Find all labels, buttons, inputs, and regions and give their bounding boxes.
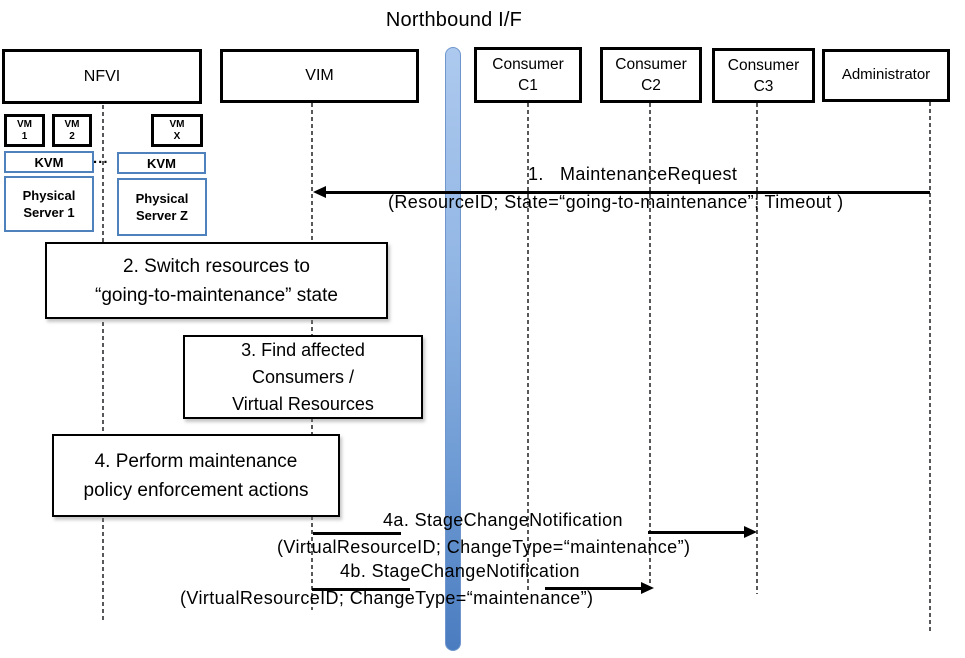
actor-consumer-c3: Consumer C3 xyxy=(712,48,815,103)
actor-c2-line1: Consumer xyxy=(615,56,687,73)
message-4a-arrow-line-left xyxy=(313,532,401,535)
lifeline-nfvi xyxy=(102,105,104,622)
message-4b-params: (VirtualResourceID; ChangeType=“maintena… xyxy=(180,588,594,608)
activity-4-perform-maintenance: 4. Perform maintenance policy enforcemen… xyxy=(52,434,340,517)
actor-c3-line1: Consumer xyxy=(727,56,800,74)
message-4a-arrow-line-right xyxy=(648,531,744,534)
actor-c2-line2: C2 xyxy=(641,77,661,94)
vm1-line2: 1 xyxy=(21,130,28,142)
actor-c1-line1: Consumer xyxy=(492,56,564,73)
message-1-params: (ResourceID; State=“going-to-maintenance… xyxy=(388,192,844,212)
diagram-title: Northbound I/F xyxy=(385,9,523,31)
activity-4-line1: 4. Perform maintenance xyxy=(94,450,298,472)
message-1-arrowhead-icon xyxy=(313,186,326,198)
kvm1-box: KVM xyxy=(4,151,94,173)
serverz-line1: Physical xyxy=(135,191,189,206)
vmx-line2: X xyxy=(173,130,181,142)
kvm2-label: KVM xyxy=(147,155,176,171)
actor-c3-line2: C3 xyxy=(753,77,774,95)
message-4a-params: (VirtualResourceID; ChangeType=“maintena… xyxy=(277,537,691,557)
vm2-line2: 2 xyxy=(69,130,75,142)
actor-c1-line2: C1 xyxy=(518,77,538,94)
message-1-title: 1. MaintenanceRequest xyxy=(528,164,738,184)
actor-nfvi-label: NFVI xyxy=(83,67,121,85)
kvm2-box: KVM xyxy=(117,152,206,174)
activity-3-line1: 3. Find affected xyxy=(241,339,365,360)
activity-2-line1: 2. Switch resources to xyxy=(123,255,310,277)
serverz-line2: Server Z xyxy=(135,208,189,223)
physical-server-1-box: Physical Server 1 xyxy=(4,176,94,232)
kvm1-label: KVM xyxy=(34,154,64,170)
activity-4-line2: policy enforcement actions xyxy=(83,479,309,501)
actor-consumer-c1: Consumer C1 xyxy=(474,47,582,103)
activity-3-find-affected: 3. Find affected Consumers / Virtual Res… xyxy=(183,335,423,419)
lifeline-consumer-c2 xyxy=(649,103,651,585)
message-4b-arrow-line-right xyxy=(545,587,641,590)
ellipsis-between-servers: ... xyxy=(93,150,109,167)
lifeline-administrator xyxy=(929,102,931,634)
vm2-box: VM 2 xyxy=(52,114,92,147)
vm1-box: VM 1 xyxy=(4,114,45,147)
activity-3-line2: Consumers / xyxy=(251,366,355,387)
message-4a-arrowhead-icon xyxy=(744,526,757,538)
actor-consumer-c2: Consumer C2 xyxy=(600,47,702,103)
actor-admin-label: Administrator xyxy=(841,66,931,84)
northbound-interface-bar xyxy=(445,47,461,651)
server1-line2: Server 1 xyxy=(23,205,75,220)
lifeline-consumer-c1 xyxy=(527,103,529,593)
physical-server-z-box: Physical Server Z xyxy=(117,178,207,236)
message-1-arrow-line xyxy=(326,191,930,194)
actor-nfvi: NFVI xyxy=(2,49,202,104)
activity-2-switch-resources: 2. Switch resources to “going-to-mainten… xyxy=(45,242,388,319)
server1-line1: Physical xyxy=(22,188,76,203)
actor-vim-label: VIM xyxy=(305,67,334,84)
vm1-line1: VM xyxy=(17,118,32,130)
vm2-line1: VM xyxy=(64,118,80,130)
actor-vim: VIM xyxy=(220,49,419,103)
vmx-box: VM X xyxy=(151,114,203,147)
message-4b-arrowhead-icon xyxy=(641,582,654,594)
message-4a-title: 4a. StageChangeNotification xyxy=(383,510,623,530)
activity-2-line2: “going-to-maintenance” state xyxy=(95,284,338,306)
actor-administrator: Administrator xyxy=(822,49,950,102)
message-4b-arrow-line-left xyxy=(312,588,410,591)
message-4b-title: 4b. StageChangeNotification xyxy=(340,561,580,581)
activity-3-line3: Virtual Resources xyxy=(232,393,374,414)
lifeline-consumer-c3 xyxy=(756,103,758,594)
vmx-line1: VM xyxy=(169,118,185,130)
